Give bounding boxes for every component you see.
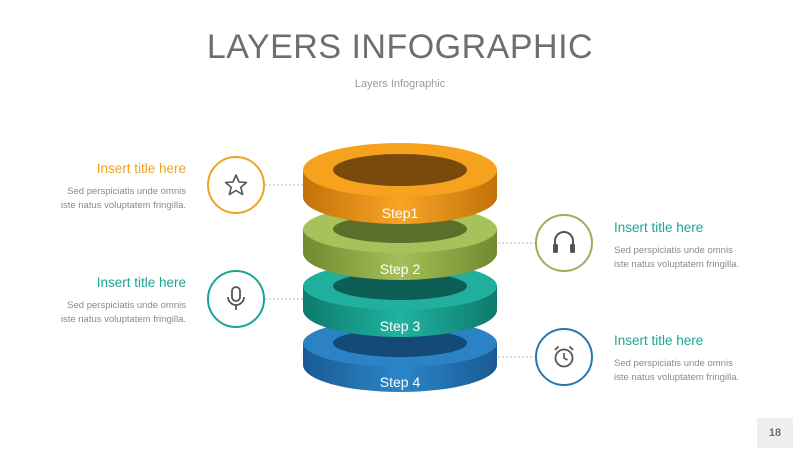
- callout-text-1-line-1: Sed perspiciatis unde omnis: [67, 186, 186, 197]
- slide-title: LAYERS INFOGRAPHIC: [206, 28, 594, 66]
- callout-text-1: Sed perspiciatis unde omnis iste natus v…: [16, 185, 186, 212]
- callout-title-4: Insert title here: [614, 333, 704, 348]
- alarm-clock-icon: [554, 345, 574, 368]
- callout-text-2-line-2: iste natus voluptatem fringilla.: [614, 258, 740, 270]
- callout-text-3-line-1: Sed perspiciatis unde omnis: [67, 300, 186, 311]
- callout-circle-2: [535, 214, 593, 272]
- callout-text-4-line-1: Sed perspiciatis unde omnis: [614, 358, 733, 369]
- callout-2: Insert title here Sed perspiciatis unde …: [614, 220, 784, 271]
- callout-text-2: Sed perspiciatis unde omnis iste natus v…: [614, 244, 784, 271]
- callout-circle-1: [207, 156, 265, 214]
- callout-text-3: Sed perspiciatis unde omnis iste natus v…: [16, 299, 186, 326]
- layer-label-4: Step 4: [380, 374, 421, 390]
- callout-4: Insert title here Sed perspiciatis unde …: [614, 333, 784, 384]
- callout-title-2: Insert title here: [614, 220, 704, 235]
- microphone-icon: [227, 286, 245, 310]
- callout-text-4: Sed perspiciatis unde omnis iste natus v…: [614, 357, 784, 384]
- callout-title-1: Insert title here: [96, 161, 186, 176]
- callout-text-2-line-1: Sed perspiciatis unde omnis: [614, 245, 733, 256]
- headphones-icon: [553, 231, 575, 253]
- layer-step-1: Step1: [303, 143, 497, 224]
- layer-label-2: Step 2: [380, 261, 421, 277]
- callout-3: Insert title here Sed perspiciatis unde …: [16, 275, 186, 326]
- page-number: 18: [757, 418, 793, 448]
- callout-title-3: Insert title here: [96, 275, 186, 290]
- callout-text-4-line-2: iste natus voluptatem fringilla.: [614, 371, 740, 383]
- slide-subtitle: Layers Infographic: [354, 78, 446, 90]
- callout-1: Insert title here Sed perspiciatis unde …: [16, 161, 186, 212]
- star-icon: [224, 174, 248, 196]
- layer-label-1: Step1: [382, 205, 419, 221]
- layer-label-3: Step 3: [380, 318, 421, 334]
- callout-circle-4: [535, 328, 593, 386]
- callout-circle-3: [207, 270, 265, 328]
- callout-text-3-line-2: iste natus voluptatem fringilla.: [60, 313, 186, 325]
- callout-text-1-line-2: iste natus voluptatem fringilla.: [60, 199, 186, 211]
